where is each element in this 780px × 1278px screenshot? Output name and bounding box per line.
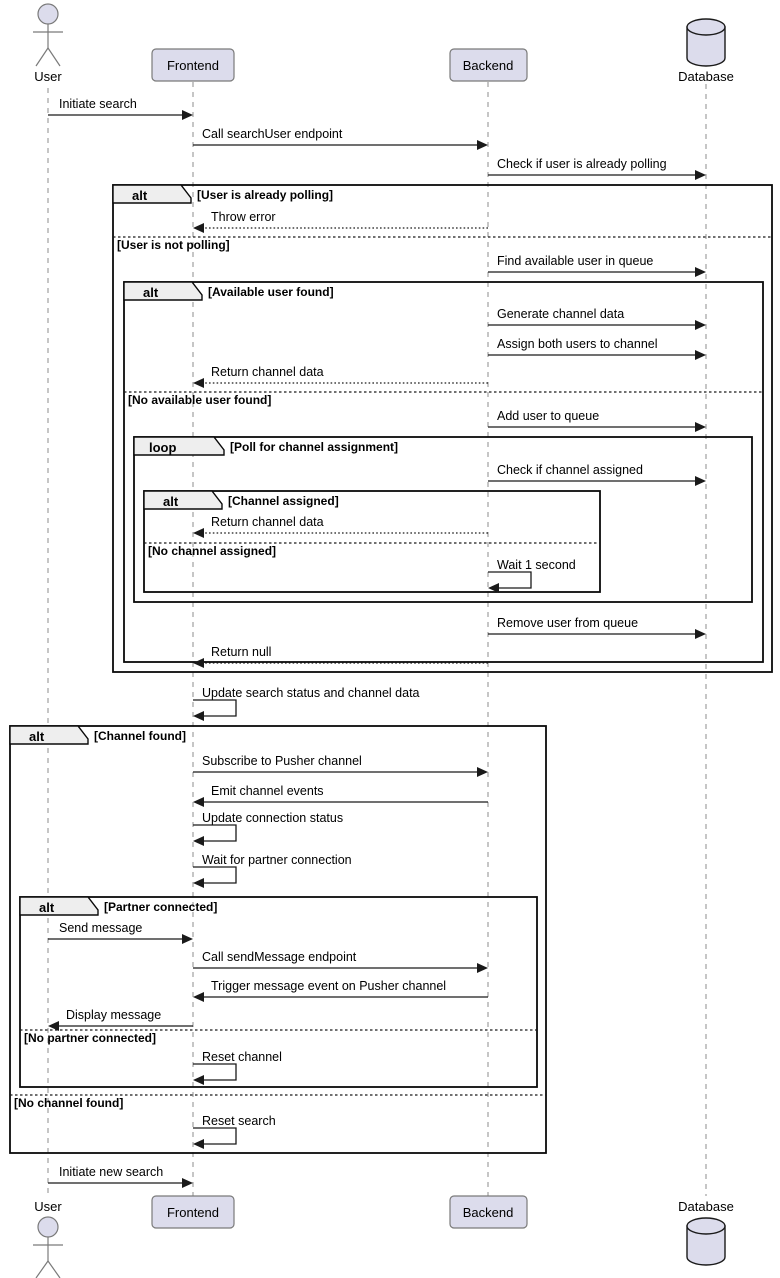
fragment-alt-user-already-polling: alt [User is already polling] [User is n… (112, 184, 773, 673)
participant-label-frontend: Frontend (167, 58, 219, 73)
message-label: Remove user from queue (497, 616, 638, 630)
participant-backend-top[interactable]: Backend (449, 48, 528, 82)
message-generate-channel-data: Generate channel data (488, 307, 706, 330)
message-label: Call searchUser endpoint (202, 127, 343, 141)
message-label: Add user to queue (497, 409, 599, 423)
fragment-keyword: alt (29, 729, 45, 744)
message-display-message: Display message (48, 1008, 193, 1031)
message-assign-both-users-to-channel: Assign both users to channel (488, 337, 706, 360)
message-initiate-search: Initiate search (48, 97, 193, 120)
message-label: Update connection status (202, 811, 343, 825)
message-remove-user-from-queue: Remove user from queue (488, 616, 706, 639)
fragment-alt-available-user-found: alt [Available user found] [No available… (123, 281, 764, 663)
participant-user-bottom[interactable]: User (33, 1199, 63, 1278)
message-label: Generate channel data (497, 307, 624, 321)
message-label: Display message (66, 1008, 161, 1022)
message-check-if-user-is-already-polling: Check if user is already polling (488, 157, 706, 180)
fragment-alt-partner-connected: alt [Partner connected] [No partner conn… (19, 896, 538, 1088)
participant-backend-bottom[interactable]: Backend (449, 1195, 528, 1229)
participant-label-backend: Backend (463, 58, 514, 73)
fragment-guard: [Poll for channel assignment] (230, 440, 398, 454)
message-label: Return channel data (211, 365, 324, 379)
message-label: Subscribe to Pusher channel (202, 754, 362, 768)
message-label: Wait for partner connection (202, 853, 352, 867)
fragment-keyword: alt (39, 900, 55, 915)
lifelines (47, 82, 707, 1196)
message-trigger-message-event-on-pusher-channel: Trigger message event on Pusher channel (193, 979, 488, 1002)
message-label: Send message (59, 921, 142, 935)
message-subscribe-to-pusher-channel: Subscribe to Pusher channel (193, 754, 488, 777)
fragment-keyword: loop (149, 440, 176, 455)
message-send-message: Send message (48, 921, 193, 944)
message-update-connection-status: Update connection status (193, 811, 343, 846)
message-wait-1-second: Wait 1 second (488, 558, 576, 593)
message-call-sendmessage-endpoint: Call sendMessage endpoint (193, 950, 488, 973)
fragment-guard: [Partner connected] (104, 900, 217, 914)
fragment-alt-guard: [User is not polling] (117, 238, 230, 252)
fragment-alt-channel-assigned: alt [Channel assigned] [No channel assig… (143, 490, 601, 593)
message-update-search-status-and-channel-data: Update search status and channel data (193, 686, 420, 721)
message-label: Initiate search (59, 97, 137, 111)
participant-label-backend-bottom: Backend (463, 1205, 514, 1220)
message-label: Assign both users to channel (497, 337, 658, 351)
message-return-channel-data-2: Return channel data (193, 515, 488, 538)
participant-frontend-bottom[interactable]: Frontend (151, 1195, 235, 1229)
message-initiate-new-search: Initiate new search (48, 1165, 193, 1188)
fragment-alt-guard: [No available user found] (128, 393, 271, 407)
message-label: Emit channel events (211, 784, 324, 798)
message-label: Call sendMessage endpoint (202, 950, 357, 964)
fragment-alt-guard: [No channel assigned] (148, 544, 276, 558)
fragment-guard: [Channel found] (94, 729, 186, 743)
fragment-keyword: alt (143, 285, 159, 300)
message-label: Reset search (202, 1114, 276, 1128)
fragment-alt-channel-found: alt [Channel found] [No channel found] (9, 725, 547, 1154)
message-label: Return channel data (211, 515, 324, 529)
message-label: Reset channel (202, 1050, 282, 1064)
fragment-guard: [Channel assigned] (228, 494, 339, 508)
participant-label-database-bottom: Database (678, 1199, 734, 1214)
message-label: Initiate new search (59, 1165, 163, 1179)
participant-label-frontend-bottom: Frontend (167, 1205, 219, 1220)
message-find-available-user-in-queue: Find available user in queue (488, 254, 706, 277)
participant-label-database: Database (678, 69, 734, 84)
message-reset-search: Reset search (193, 1114, 276, 1149)
message-label: Throw error (211, 210, 276, 224)
fragment-guard: [User is already polling] (197, 188, 333, 202)
message-return-channel-data-1: Return channel data (193, 365, 488, 388)
message-emit-channel-events: Emit channel events (193, 784, 488, 807)
fragment-keyword: alt (163, 494, 179, 509)
message-label: Check if user is already polling (497, 157, 667, 171)
participant-database-top[interactable]: Database (678, 18, 734, 84)
participant-user-top[interactable]: User (33, 3, 63, 84)
message-return-null: Return null (193, 645, 488, 668)
message-label: Update search status and channel data (202, 686, 420, 700)
message-label: Trigger message event on Pusher channel (211, 979, 446, 993)
message-label: Find available user in queue (497, 254, 653, 268)
message-label: Return null (211, 645, 271, 659)
message-wait-for-partner-connection: Wait for partner connection (193, 853, 352, 888)
message-check-if-channel-assigned: Check if channel assigned (488, 463, 706, 486)
fragment-loop-poll-for-channel-assignment: loop [Poll for channel assignment] (133, 436, 753, 603)
message-throw-error: Throw error (193, 210, 488, 233)
message-reset-channel: Reset channel (193, 1050, 282, 1085)
fragment-alt-guard: [No channel found] (14, 1096, 123, 1110)
fragment-guard: [Available user found] (208, 285, 334, 299)
message-call-searchuser-endpoint: Call searchUser endpoint (193, 127, 488, 150)
message-label: Check if channel assigned (497, 463, 643, 477)
message-add-user-to-queue: Add user to queue (488, 409, 706, 432)
participant-label-user: User (34, 69, 62, 84)
fragment-keyword: alt (132, 188, 148, 203)
message-label: Wait 1 second (497, 558, 576, 572)
fragment-alt-guard: [No partner connected] (24, 1031, 156, 1045)
participant-database-bottom[interactable]: Database (678, 1199, 734, 1266)
participant-frontend-top[interactable]: Frontend (151, 48, 235, 82)
participant-label-user-bottom: User (34, 1199, 62, 1214)
